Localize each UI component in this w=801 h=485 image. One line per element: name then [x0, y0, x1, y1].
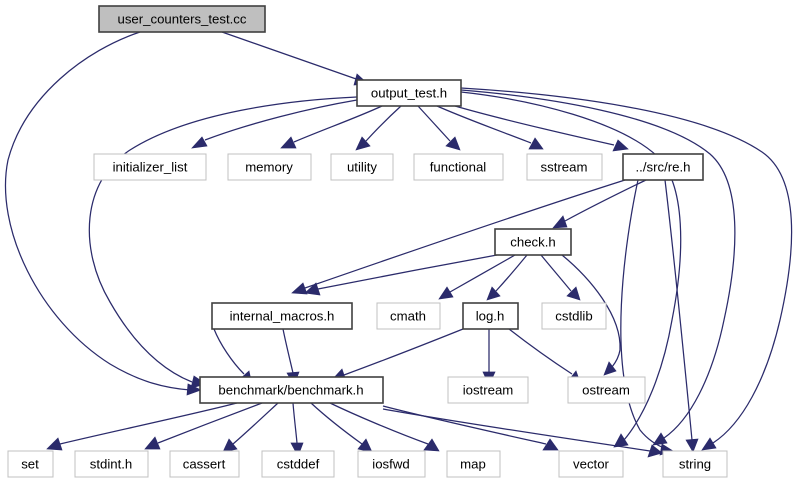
node-internal_macros[interactable]: internal_macros.h	[211, 302, 353, 330]
edge-re-to-string-curved	[620, 179, 674, 456]
node-set[interactable]: set	[7, 450, 54, 478]
node-user_counters_test[interactable]: user_counters_test.cc	[98, 5, 266, 33]
node-utility[interactable]: utility	[330, 153, 394, 181]
node-check[interactable]: check.h	[494, 228, 572, 256]
node-label-stdint: stdint.h	[90, 456, 133, 471]
edge-output_test-to-utility	[355, 105, 402, 151]
node-stdint[interactable]: stdint.h	[74, 450, 149, 478]
node-log[interactable]: log.h	[462, 302, 519, 330]
node-label-re: ../src/re.h	[636, 159, 691, 174]
edge-check-to-internal_macros	[304, 254, 498, 296]
node-cassert[interactable]: cassert	[169, 450, 240, 478]
node-string[interactable]: string	[662, 450, 728, 478]
edge-benchmark-to-cstddef	[290, 402, 304, 457]
node-map[interactable]: map	[446, 450, 501, 478]
edge-log-to-benchmark	[330, 328, 464, 382]
node-label-cstddef: cstddef	[277, 456, 320, 471]
node-benchmark[interactable]: benchmark/benchmark.h	[199, 376, 384, 404]
edge-output_test-to-sstream	[436, 105, 544, 150]
edge-benchmark-to-iosfwd	[310, 402, 373, 453]
nodes-layer: user_counters_test.cc output_test.h init…	[7, 5, 728, 478]
node-iosfwd[interactable]: iosfwd	[357, 450, 426, 478]
node-label-output_test: output_test.h	[371, 85, 447, 100]
node-label-log: log.h	[476, 308, 505, 323]
node-cstddef[interactable]: cstddef	[261, 450, 335, 478]
node-label-memory: memory	[245, 159, 293, 174]
edge-output_test-to-string-outer	[460, 87, 793, 451]
edge-benchmark-to-vector	[382, 405, 559, 451]
edge-benchmark-to-string	[382, 408, 663, 458]
node-label-vector: vector	[573, 456, 610, 471]
node-label-cassert: cassert	[183, 456, 226, 471]
edge-re-to-internal_macros	[291, 179, 626, 295]
edge-check-to-log	[486, 254, 528, 301]
node-output_test[interactable]: output_test.h	[356, 79, 462, 107]
edge-output_test-to-string-inner	[460, 91, 682, 448]
edge-output_test-to-benchmark	[88, 96, 358, 389]
node-label-benchmark: benchmark/benchmark.h	[218, 382, 363, 397]
edge-output_test-to-functional	[417, 105, 461, 151]
edge-user_counters_test-to-output_test	[221, 31, 369, 86]
edge-check-to-cmath	[438, 254, 516, 300]
edge-output_test-to-memory	[280, 105, 383, 149]
node-ostream[interactable]: ostream	[567, 376, 646, 404]
edge-benchmark-to-set	[46, 402, 238, 451]
edge-re-to-string-direct	[664, 179, 699, 453]
node-label-iostream: iostream	[463, 382, 514, 397]
edge-check-to-ostream	[561, 254, 621, 376]
node-label-initializer_list: initializer_list	[113, 159, 188, 174]
edge-benchmark-to-stdint	[144, 402, 263, 450]
node-memory[interactable]: memory	[227, 153, 312, 181]
node-cstdlib[interactable]: cstdlib	[541, 302, 607, 330]
node-label-string: string	[679, 456, 711, 471]
node-label-iosfwd: iosfwd	[372, 456, 409, 471]
edge-user_counters_test-to-benchmark	[4, 31, 202, 396]
node-vector[interactable]: vector	[558, 450, 624, 478]
node-label-check: check.h	[510, 234, 555, 249]
edge-check-to-cstdlib	[540, 254, 581, 301]
edges-layer	[4, 31, 793, 458]
node-label-user_counters_test: user_counters_test.cc	[117, 11, 246, 26]
node-label-ostream: ostream	[582, 382, 630, 397]
edge-output_test-to-initializer_list	[191, 99, 358, 149]
node-initializer_list[interactable]: initializer_list	[93, 153, 207, 181]
node-functional[interactable]: functional	[413, 153, 504, 181]
edge-benchmark-to-cassert	[222, 402, 279, 453]
edge-benchmark-to-map	[329, 402, 440, 452]
node-cmath[interactable]: cmath	[376, 302, 441, 330]
node-label-internal_macros: internal_macros.h	[230, 308, 335, 323]
node-label-map: map	[460, 456, 486, 471]
edge-output_test-to-vector	[460, 89, 736, 446]
node-re[interactable]: ../src/re.h	[622, 153, 704, 181]
node-label-functional: functional	[430, 159, 487, 174]
edge-re-to-check	[552, 179, 647, 229]
node-label-utility: utility	[347, 159, 377, 174]
node-label-cstdlib: cstdlib	[555, 308, 592, 323]
node-label-set: set	[21, 456, 39, 471]
node-iostream[interactable]: iostream	[447, 376, 529, 404]
node-label-sstream: sstream	[541, 159, 588, 174]
node-sstream[interactable]: sstream	[526, 153, 603, 181]
edge-output_test-to-re	[454, 105, 629, 152]
node-label-cmath: cmath	[390, 308, 426, 323]
